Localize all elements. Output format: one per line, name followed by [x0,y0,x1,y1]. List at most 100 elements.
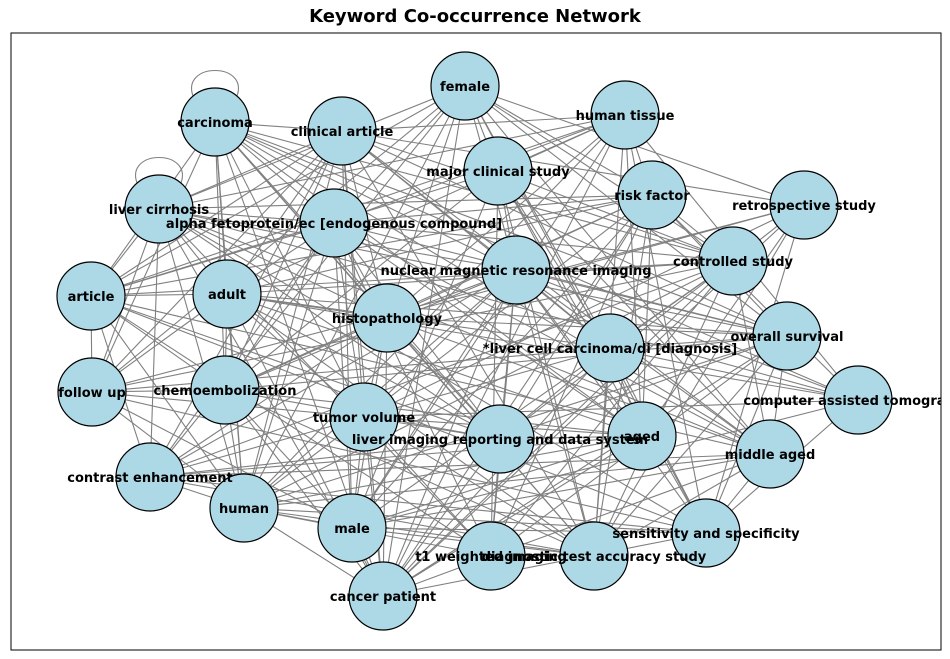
node-label-middle_aged: middle aged [725,448,816,463]
node-label-chemoembolization: chemoembolization [154,384,297,399]
node-label-human: human [219,502,269,517]
node-label-histopathology: histopathology [332,312,443,327]
node-label-aged: aged [624,430,660,445]
edge-clinical_article-diagnostic_test_accuracy [341,130,595,557]
edge-risk_factor-adult [226,194,653,295]
edge-liver_cirrhosis-contrast_enhancement [149,208,160,478]
node-chemoembolization [190,355,260,425]
edge-histopathology-middle_aged [386,317,771,455]
edge-human_tissue-adult [226,114,626,295]
edge-alpha_fetoprotein-t1_weighted_imaging [333,222,492,557]
edge-liver_cell_carcinoma-diagnostic_test_accuracy [593,347,611,557]
edge-carcinoma-nmr_imaging [214,121,517,271]
node-human [209,473,279,543]
edge-carcinoma-tumor_volume [214,121,365,418]
node-histopathology [352,283,422,353]
node-adult [192,259,262,329]
node-label-li_rads: liver imaging reporting and data system [352,433,648,448]
edge-human_tissue-liver_cirrhosis [158,114,626,210]
edge-human-diagnostic_test_accuracy [243,507,595,557]
edge-aged-contrast_enhancement [149,435,643,478]
edge-liver_cirrhosis-risk_factor [158,194,653,210]
edge-nmr_imaging-overall_survival [515,269,788,337]
node-label-contrast_enhancement: contrast enhancement [67,471,232,486]
edge-middle_aged-human [243,453,771,509]
edge-controlled_study-male [351,260,734,529]
edge-liver_cirrhosis-overall_survival [158,208,788,337]
node-label-human_tissue: human tissue [576,109,675,124]
edge-risk_factor-article [90,194,653,297]
node-label-clinical_article: clinical article [291,125,394,140]
node-contrast_enhancement [115,442,185,512]
node-label-t1_weighted_imaging: t1 weighted imaging [415,550,567,565]
edge-risk_factor-li_rads [499,194,653,440]
edge-human-sensitivity_specificity [243,507,707,534]
edge-nmr_imaging-tumor_volume [363,269,517,418]
edge-overall_survival-cancer_patient [382,335,788,597]
node-label-article: article [68,290,115,305]
edge-nmr_imaging-cancer_patient [382,269,517,597]
edge-controlled_study-adult [226,260,734,295]
node-human_tissue [590,80,660,150]
edge-nmr_imaging-contrast_enhancement [149,269,517,478]
node-major_clinical_study [463,136,533,206]
edge-alpha_fetoprotein-aged [333,222,643,437]
node-label-alpha_fetoprotein: alpha fetoprotein/ec [endogenous compoun… [166,217,502,232]
edge-li_rads-contrast_enhancement [149,438,501,478]
node-cancer_patient [348,561,418,631]
edge-risk_factor-computer_assisted_tomography [651,194,859,401]
edge-human_tissue-human [243,114,626,509]
node-aged [607,401,677,471]
node-t1_weighted_imaging [456,521,526,591]
edge-liver_cirrhosis-li_rads [158,208,501,440]
edge-chemoembolization-diagnostic_test_accuracy [224,389,595,557]
node-follow_up [57,357,127,427]
node-label-liver_cirrhosis: liver cirrhosis [109,203,210,218]
node-clinical_article [307,96,377,166]
node-label-adult: adult [208,288,246,303]
edge-adult-computer_assisted_tomography [226,293,859,401]
edge-carcinoma-li_rads [214,121,501,440]
edge-major_clinical_study-aged [497,170,643,437]
node-sensitivity_specificity [671,498,741,568]
edge-retrospective_study-diagnostic_test_accuracy [593,204,805,557]
edge-chemoembolization-aged [224,389,643,437]
node-label-computer_assisted_tomography: computer assisted tomography [743,394,950,409]
node-label-cancer_patient: cancer patient [330,590,436,605]
node-label-follow_up: follow up [58,386,126,401]
node-nmr_imaging [481,235,551,305]
node-label-retrospective_study: retrospective study [732,199,876,214]
node-overall_survival [752,301,822,371]
edge-male-sensitivity_specificity [351,527,707,534]
node-middle_aged [735,419,805,489]
node-tumor_volume [329,382,399,452]
node-male [317,493,387,563]
edge-article-t1_weighted_imaging [90,295,492,557]
edge-follow_up-sensitivity_specificity [91,391,707,534]
edge-major_clinical_study-liver_cell_carcinoma [497,170,611,349]
edge-female-article [90,85,466,297]
edge-aged-cancer_patient [382,435,643,597]
node-label-major_clinical_study: major clinical study [426,165,570,180]
edge-adult-overall_survival [226,293,788,337]
nodes-layer [56,51,893,631]
node-label-overall_survival: overall survival [731,330,844,345]
edge-overall_survival-chemoembolization [224,335,788,391]
node-risk_factor [617,160,687,230]
edge-computer_assisted_tomography-tumor_volume [363,399,859,418]
edge-retrospective_study-histopathology [386,204,805,319]
edge-liver_cell_carcinoma-tumor_volume [363,347,611,418]
edge-clinical_article-controlled_study [341,130,734,262]
edge-liver_cell_carcinoma-computer_assisted_tomography [609,347,859,401]
edge-alpha_fetoprotein-middle_aged [333,222,771,455]
self-loops-layer [135,69,239,184]
edge-liver_cell_carcinoma-follow_up [91,347,611,393]
node-carcinoma [180,87,250,157]
edge-major_clinical_study-chemoembolization [224,170,499,391]
edge-middle_aged-t1_weighted_imaging [490,453,771,557]
edge-liver_cirrhosis-human [158,208,245,509]
node-label-liver_cell_carcinoma: *liver cell carcinoma/di [diagnosis] [483,342,737,357]
node-retrospective_study [769,170,839,240]
edge-controlled_study-human [243,260,734,509]
edge-risk_factor-chemoembolization [224,194,653,391]
